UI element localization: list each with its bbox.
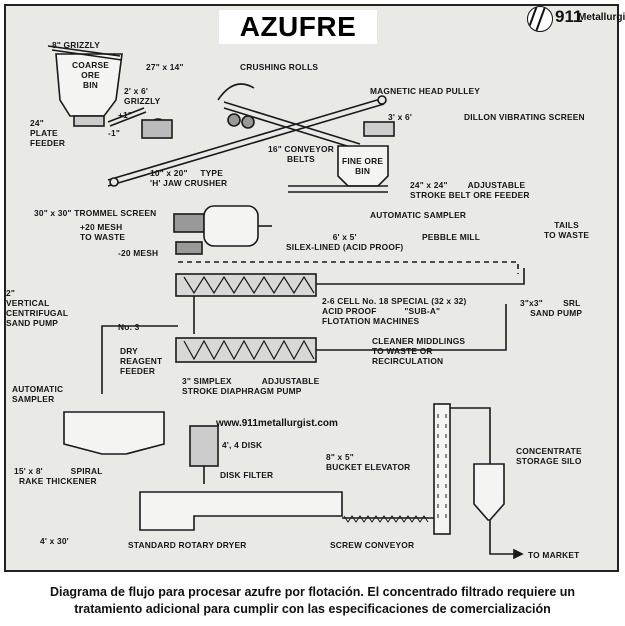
automatic-sampler-1-label: AUTOMATIC SAMPLER: [370, 210, 467, 220]
dim-27x14-label: 27" x 14": [146, 62, 184, 72]
flotation-bank-1: [175, 273, 317, 297]
srl-pump-label: 3"x3" SRL SAND PUMP: [520, 298, 583, 318]
rotary-dryer-label: STANDARD ROTARY DRYER: [128, 540, 247, 550]
pebble-mill-label: PEBBLE MILL: [422, 232, 481, 242]
caption-line-2: tratamiento adicional para cumplir con l…: [74, 602, 551, 616]
flotation-machines-label: 2-6 CELL No. 18 SPECIAL (32 x 32) ACID P…: [322, 296, 467, 326]
flowsheet-drawing: [47, 45, 525, 560]
conveyor-belt-1: [107, 97, 385, 181]
to-market-label: TO MARKET: [528, 550, 580, 560]
disk-filter-label: DISK FILTER: [220, 470, 274, 480]
bucket-elevator-label: 8" x 5" BUCKET ELEVATOR: [326, 452, 411, 472]
vibrating-screen-shape: [363, 121, 395, 137]
centrifugal-pump-label: 2" VERTICAL CENTRIFUGAL SAND PUMP: [6, 288, 69, 328]
disk-4-label: 4', 4 DISK: [222, 440, 263, 450]
diaphragm-pump-label: 3" SIMPLEX ADJUSTABLE STROKE DIAPHRAGM P…: [182, 376, 320, 396]
minus-1-label: -1": [108, 128, 121, 138]
disk-filter-shape: [189, 425, 219, 467]
crushing-rolls-label: CRUSHING ROLLS: [240, 62, 319, 72]
concentrate-silo-shape: [473, 463, 505, 521]
jaw-crusher-label: 10" x 20" TYPE 'H' JAW CRUSHER: [150, 168, 228, 188]
grizzly-label: 8" GRIZZLY: [52, 40, 101, 50]
plate-feeder-shape: [73, 115, 105, 127]
conveyor-belts-label: 16" CONVEYOR BELTS: [268, 144, 334, 164]
caption-line-1: Diagrama de flujo para procesar azufre p…: [49, 585, 576, 599]
silex-lined-label: 6' x 5' SILEX-LINED (ACID PROOF): [286, 232, 404, 252]
caption: Diagrama de flujo para procesar azufre p…: [0, 584, 625, 618]
minus-20-label: -20 MESH: [118, 248, 159, 258]
reagent-feeder-label: DRY REAGENT FEEDER: [120, 346, 163, 376]
tails-waste-label: TAILS TO WASTE: [544, 220, 590, 240]
bucket-elevator-shape: [433, 403, 451, 535]
website-text: www.911metallurgist.com: [216, 418, 338, 429]
belt-feeder-label: 24" x 24" ADJUSTABLE STROKE BELT ORE FEE…: [410, 180, 530, 200]
grizzly-2x6-label: 2' x 6' GRIZZLY: [124, 86, 161, 106]
dim-3x6-label: 3' x 6': [388, 112, 413, 122]
conveyor-belt-2: [223, 101, 361, 145]
plus20-waste-label: +20 MESH TO WASTE: [80, 222, 126, 242]
title: AZUFRE: [219, 10, 377, 44]
fine-ore-bin-label: FINE ORE BIN: [342, 156, 384, 176]
brand-logo: 911 Metallurgist: [527, 4, 625, 36]
coarse-ore-bin-label: COARSE ORE BIN: [72, 60, 110, 90]
plus-1-label: +1": [118, 110, 133, 120]
cleaner-middlings-label: CLEANER MIDDLINGS TO WASTE OR RECIRCULAT…: [372, 336, 466, 366]
thickener-label: 15' x 8' SPIRAL RAKE THICKENER: [14, 466, 103, 486]
magnetic-head-pulley-label: MAGNETIC HEAD PULLEY: [370, 86, 481, 96]
dillon-screen-label: DILLON VIBRATING SCREEN: [464, 112, 585, 122]
logo-number: 911: [555, 7, 583, 26]
trommel-screen-shape: [173, 213, 205, 233]
logo-emblem-icon: [527, 6, 553, 32]
automatic-sampler-2-label: AUTOMATIC SAMPLER: [12, 384, 64, 404]
screw-conveyor-label: SCREW CONVEYOR: [330, 540, 415, 550]
concentrate-silo-label: CONCENTRATE STORAGE SILO: [516, 446, 582, 466]
trommel-label: 30" x 30" TROMMEL SCREEN: [34, 208, 157, 218]
crushing-rolls-shape: [227, 113, 241, 127]
pebble-mill-shape: [203, 205, 259, 247]
logo-word: Metallurgist: [578, 12, 625, 23]
recirculation-line: [178, 261, 519, 274]
thickener-shape: [63, 411, 165, 455]
no3-label: No. 3: [118, 322, 140, 332]
rotary-dryer-shape: [139, 491, 343, 531]
plate-feeder-label: 24" PLATE FEEDER: [30, 118, 66, 148]
dryer-size-label: 4' x 30': [40, 536, 69, 546]
